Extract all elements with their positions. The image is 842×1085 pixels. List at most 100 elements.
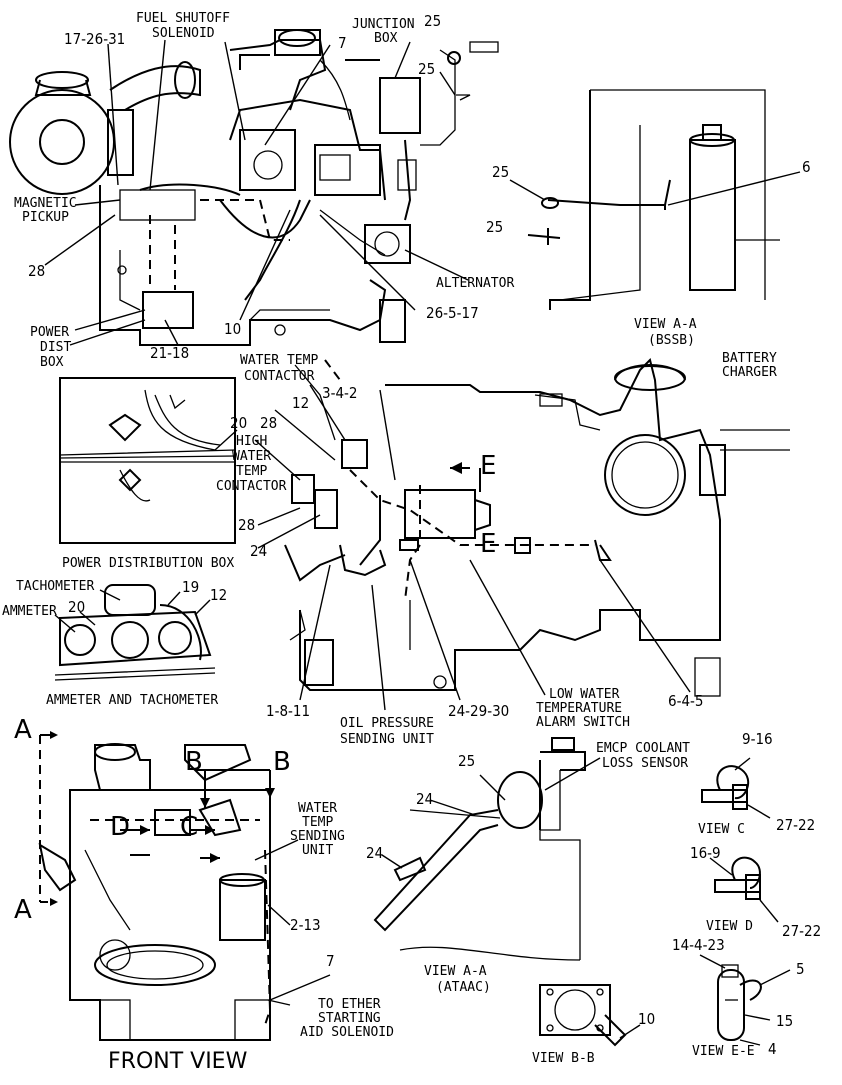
high-water-temp-label-2: WATER <box>232 449 271 464</box>
ammeter-label: AMMETER <box>2 604 57 619</box>
magnetic-pickup-label-1: MAGNETIC <box>14 196 77 211</box>
callout-20-a: 20 <box>230 414 247 432</box>
fuel-shutoff-label-2: SOLENOID <box>152 26 215 41</box>
power-distribution-box-caption: POWER DISTRIBUTION BOX <box>62 556 234 571</box>
view-aa-ataac-label-2: (ATAAC) <box>436 980 491 995</box>
letter-d: D <box>110 812 130 842</box>
battery-charger-label-1: BATTERY <box>722 351 777 366</box>
callout-24-c: 24 <box>366 844 383 862</box>
callout-numbers: 17-26-31 7 25 25 25 25 6 28 10 26-5-17 2… <box>28 12 821 1058</box>
callout-28-b: 28 <box>260 414 277 432</box>
callout-7-bottom: 7 <box>326 952 335 970</box>
callout-6-4-5: 6-4-5 <box>668 692 704 710</box>
fuel-shutoff-label-1: FUEL SHUTOFF <box>136 11 230 26</box>
high-water-temp-label-4: CONTACTOR <box>216 479 287 494</box>
low-water-temp-label-2: TEMPERATURE <box>536 701 622 716</box>
callout-26-5-17: 26-5-17 <box>426 304 479 322</box>
power-dist-box-label-1: POWER <box>30 325 69 340</box>
view-aa-bssb <box>509 89 801 310</box>
callout-6: 6 <box>802 158 811 176</box>
top-leaders <box>44 39 471 346</box>
letter-e-bottom: E <box>480 529 496 559</box>
ether-label-3: AID SOLENOID <box>300 1025 394 1040</box>
view-bb-label: VIEW B-B <box>532 1051 595 1066</box>
junction-box-label-2: BOX <box>374 31 398 46</box>
callout-17-26-31: 17-26-31 <box>64 30 125 48</box>
callout-16-9: 16-9 <box>690 844 721 862</box>
junction-box-label-1: JUNCTION <box>352 17 415 32</box>
callout-10-b: 10 <box>638 1010 655 1028</box>
view-c-label: VIEW C <box>698 822 745 837</box>
text-labels: FUEL SHUTOFF SOLENOID JUNCTION BOX MAGNE… <box>2 11 777 1074</box>
callout-9-16: 9-16 <box>742 730 773 748</box>
callout-25-d: 25 <box>486 218 503 236</box>
ammeter-and-tachometer-caption: AMMETER AND TACHOMETER <box>46 693 218 708</box>
letter-a-top: A <box>14 715 32 745</box>
ether-label-1: TO ETHER <box>318 997 381 1012</box>
magnetic-pickup-label-2: PICKUP <box>22 210 69 225</box>
callout-28-c: 28 <box>238 516 255 534</box>
callout-21-18: 21-18 <box>150 344 189 362</box>
water-temp-sending-label-3: SENDING <box>290 829 345 844</box>
callout-12-b: 12 <box>210 586 227 604</box>
callout-28-a: 28 <box>28 262 45 280</box>
callout-4: 4 <box>768 1040 777 1058</box>
emcp-coolant-label-2: LOSS SENSOR <box>602 756 688 771</box>
low-water-temp-label-3: ALARM SWITCH <box>536 715 630 730</box>
view-aa-bssb-label-2: (BSSB) <box>648 333 695 348</box>
center-side-view <box>254 358 790 711</box>
low-water-temp-label-1: LOW WATER <box>549 687 620 702</box>
water-temp-sending-label-4: UNIT <box>302 843 333 858</box>
callout-3-4-2: 3-4-2 <box>322 384 358 402</box>
callout-10: 10 <box>224 320 241 338</box>
view-aa-ataac-label-1: VIEW A-A <box>424 964 487 979</box>
water-temp-sending-label-1: WATER <box>298 801 337 816</box>
ether-label-2: STARTING <box>318 1011 381 1026</box>
water-temp-sending-label-2: TEMP <box>302 815 333 830</box>
high-water-temp-label-1: HIGH <box>236 434 267 449</box>
callout-2-13: 2-13 <box>290 916 321 934</box>
battery-charger-label-2: CHARGER <box>722 365 777 380</box>
callout-24-29-30: 24-29-30 <box>448 702 509 720</box>
callout-24-b: 24 <box>416 790 433 808</box>
callout-15: 15 <box>776 1012 793 1030</box>
view-ee-label: VIEW E-E <box>692 1044 755 1059</box>
callout-25-b: 25 <box>418 60 435 78</box>
callout-5: 5 <box>796 960 805 978</box>
view-d-label: VIEW D <box>706 919 753 934</box>
water-temp-contactor-label-2: CONTACTOR <box>244 369 315 384</box>
callout-27-22-b: 27-22 <box>782 922 821 940</box>
letter-a-bottom: A <box>14 895 32 925</box>
callout-20-b: 20 <box>68 598 85 616</box>
letter-e-top: E <box>480 451 496 481</box>
water-temp-contactor-label-1: WATER TEMP <box>240 353 318 368</box>
ammeter-tachometer-view <box>54 584 216 681</box>
power-dist-box-label-2: DIST <box>40 340 71 355</box>
callout-1-8-11: 1-8-11 <box>266 702 310 720</box>
emcp-coolant-label-1: EMCP COOLANT <box>596 741 690 756</box>
section-letters: A A B B C D E E <box>14 451 496 925</box>
callout-7-top: 7 <box>338 34 347 52</box>
callout-27-22-a: 27-22 <box>776 816 815 834</box>
detail-views <box>539 757 791 1047</box>
callout-25-c: 25 <box>492 163 509 181</box>
callout-24-a: 24 <box>250 542 267 560</box>
view-aa-bssb-label-1: VIEW A-A <box>634 317 697 332</box>
callout-19: 19 <box>182 578 199 596</box>
top-engine-view <box>9 29 499 346</box>
alternator-label: ALTERNATOR <box>436 276 514 291</box>
high-water-temp-label-3: TEMP <box>236 464 267 479</box>
callout-25-a: 25 <box>424 12 441 30</box>
callout-25-e: 25 <box>458 752 475 770</box>
letter-c: C <box>180 812 198 842</box>
oil-pressure-label-1: OIL PRESSURE <box>340 716 434 731</box>
power-distribution-box-view <box>59 377 238 544</box>
letter-b-right: B <box>273 747 291 777</box>
view-aa-ataac <box>373 737 601 961</box>
callout-14-4-23: 14-4-23 <box>672 936 725 954</box>
callout-12-a: 12 <box>292 394 309 412</box>
front-view-caption: FRONT VIEW <box>108 1049 248 1074</box>
front-view <box>38 731 331 1041</box>
letter-b-left: B <box>185 747 203 777</box>
